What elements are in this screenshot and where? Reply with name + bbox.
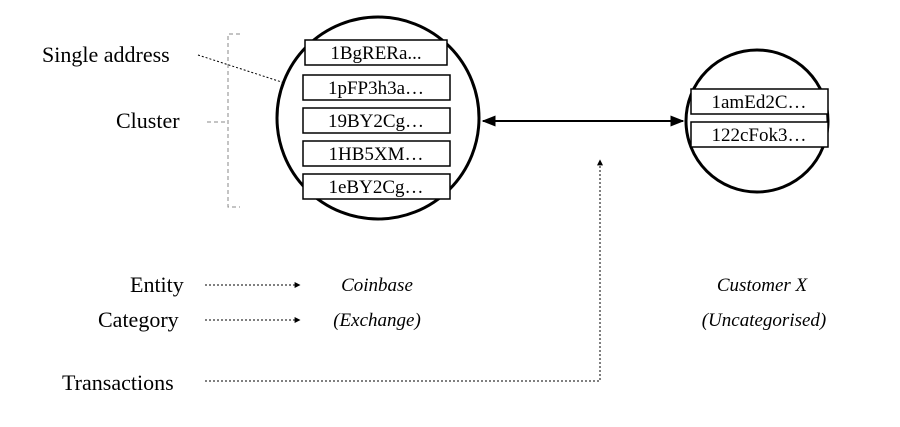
left-address-text: 1BgRERa...	[330, 43, 421, 64]
left-address-text: 1pFP3h3a…	[328, 78, 424, 99]
left-address-box	[302, 173, 451, 200]
right-address-box	[690, 121, 829, 148]
cluster-bracket	[227, 33, 240, 208]
right-category: (Uncategorised)	[702, 310, 827, 331]
single-address-pointer	[197, 54, 298, 89]
left-address-text: 1eBY2Cg…	[329, 177, 424, 198]
right-address-text: 1amEd2C…	[712, 92, 807, 113]
entity-label: Entity	[130, 272, 184, 297]
right-cluster-circle	[684, 48, 830, 194]
right-entity: Customer X	[717, 275, 809, 296]
category-label: Category	[98, 307, 179, 332]
left-address-box	[304, 39, 448, 66]
right-address-box	[690, 88, 829, 115]
transactions-label: Transactions	[62, 370, 174, 395]
left-address-text: 19BY2Cg…	[328, 111, 424, 132]
right-address-text: 122cFok3…	[712, 125, 807, 146]
left-address-text: 1HB5XM…	[328, 144, 423, 165]
single-address-label: Single address	[42, 42, 170, 67]
left-address-box	[302, 140, 451, 167]
left-category: (Exchange)	[333, 310, 421, 331]
left-address-box	[302, 74, 451, 101]
left-entity: Coinbase	[341, 275, 413, 296]
left-address-box	[302, 107, 451, 134]
cluster-label: Cluster	[116, 108, 180, 133]
